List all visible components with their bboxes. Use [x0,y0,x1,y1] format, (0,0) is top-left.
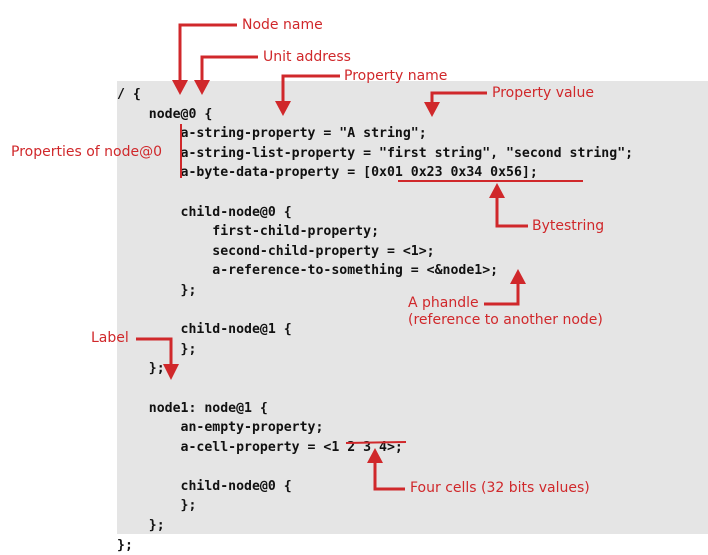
node-name-connector [178,23,237,82]
code-line: child-node@0 { [117,478,292,494]
property-name-arrowhead [275,101,291,116]
code-line: }; [117,341,197,357]
node-name-arrowhead [172,80,188,95]
code-line: child-node@0 { [117,204,292,220]
code-line: first-child-property; [117,224,380,240]
phandle-connector [484,282,520,306]
code-background [117,81,708,534]
code-line: }; [117,498,197,514]
code-line: / { [117,87,141,102]
code-line: }; [117,282,197,298]
cells-underline [345,441,407,444]
bytestring-arrowhead [489,183,505,198]
annotation-property-value: Property value [492,85,594,101]
code-line: a-cell-property = <1 2 3 4>; [117,439,403,455]
code-line: a-reference-to-something = <&node1>; [117,263,499,279]
four-cells-connector [373,461,405,491]
annotation-label: Label [91,330,129,346]
code-line: }; [117,537,133,553]
four-cells-arrowhead [367,448,383,463]
label-arrowhead [163,364,179,380]
code-line: node1: node@1 { [117,400,268,416]
annotation-phandle-line2: (reference to another node) [408,312,603,328]
code-line: a-byte-data-property = [0x01 0x23 0x34 0… [117,165,538,181]
phandle-arrowhead [510,269,526,284]
bytestring-connector [495,196,528,228]
code-line: }; [117,518,165,534]
annotation-four-cells: Four cells (32 bits values) [410,480,590,496]
unit-address-arrowhead [194,80,210,95]
code-line: a-string-list-property = "first string",… [117,145,634,161]
annotation-arrows [136,23,583,491]
annotation-node-name: Node name [242,17,323,33]
code-line: node@0 { [117,106,213,122]
annotation-phandle: A phandle (reference to another node) [408,295,603,329]
label-connector [136,337,173,366]
code-line: child-node@1 { [117,322,292,338]
property-value-arrowhead [424,102,440,117]
annotation-unit-address: Unit address [263,49,351,65]
property-value-connector [430,91,487,104]
code-line: a-string-property = "A string"; [117,126,427,142]
annotation-properties-of-node: Properties of node@0 [11,144,162,160]
annotation-bytestring: Bytestring [532,218,605,234]
annotation-property-name: Property name [344,68,448,84]
device-tree-source-code: / { node@0 { a-string-property = "A stri… [117,85,633,555]
code-line: an-empty-property; [117,420,324,436]
annotation-phandle-line1: A phandle [408,295,479,311]
code-line: second-child-property = <1>; [117,243,435,259]
code-line: }; [117,361,165,377]
unit-address-connector [200,55,258,82]
property-name-connector [281,74,340,103]
